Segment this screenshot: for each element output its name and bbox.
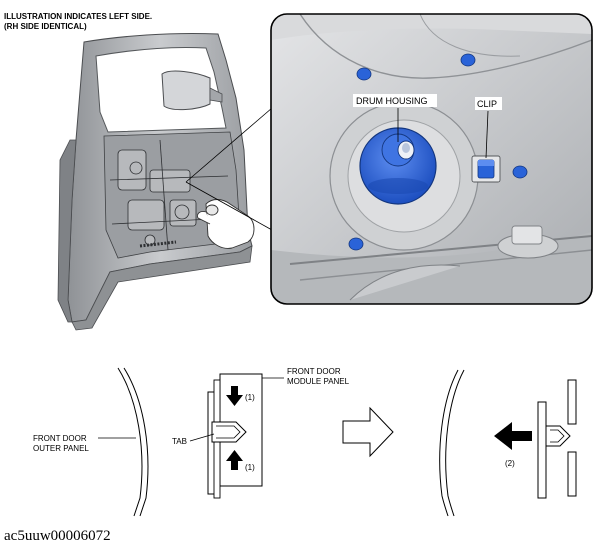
drum-housing-part xyxy=(359,127,437,205)
schematic-before xyxy=(117,367,263,517)
arrow-down-icon xyxy=(226,386,243,406)
transition-arrow-icon xyxy=(342,406,394,458)
clip-label: CLIP xyxy=(477,99,497,109)
schematic-after xyxy=(439,369,577,517)
zoom-leader-lines xyxy=(185,107,273,231)
header-line-1: ILLUSTRATION INDICATES LEFT SIDE. xyxy=(4,12,152,21)
step1-top-label: (1) xyxy=(245,393,255,402)
clip-part xyxy=(471,155,501,183)
module-panel-label-1: FRONT DOOR xyxy=(287,367,341,376)
hand-icon xyxy=(197,199,255,249)
outer-panel-label-2: OUTER PANEL xyxy=(33,444,89,453)
detail-inset: DRUM HOUSING CLIP xyxy=(270,13,593,305)
drum-housing-label: DRUM HOUSING xyxy=(356,96,428,106)
arrow-left-icon xyxy=(494,422,532,450)
module-panel-label-2: MODULE PANEL xyxy=(287,377,350,386)
step2-label: (2) xyxy=(505,459,515,468)
tab-label: TAB xyxy=(172,437,187,446)
header-line-2: (RH SIDE IDENTICAL) xyxy=(4,22,87,31)
figure-code: ac5uuw00006072 xyxy=(4,528,111,544)
outer-panel-label-1: FRONT DOOR xyxy=(33,434,87,443)
step1-bottom-label: (1) xyxy=(245,463,255,472)
arrow-up-icon xyxy=(226,450,243,470)
door-illustration xyxy=(57,32,255,331)
